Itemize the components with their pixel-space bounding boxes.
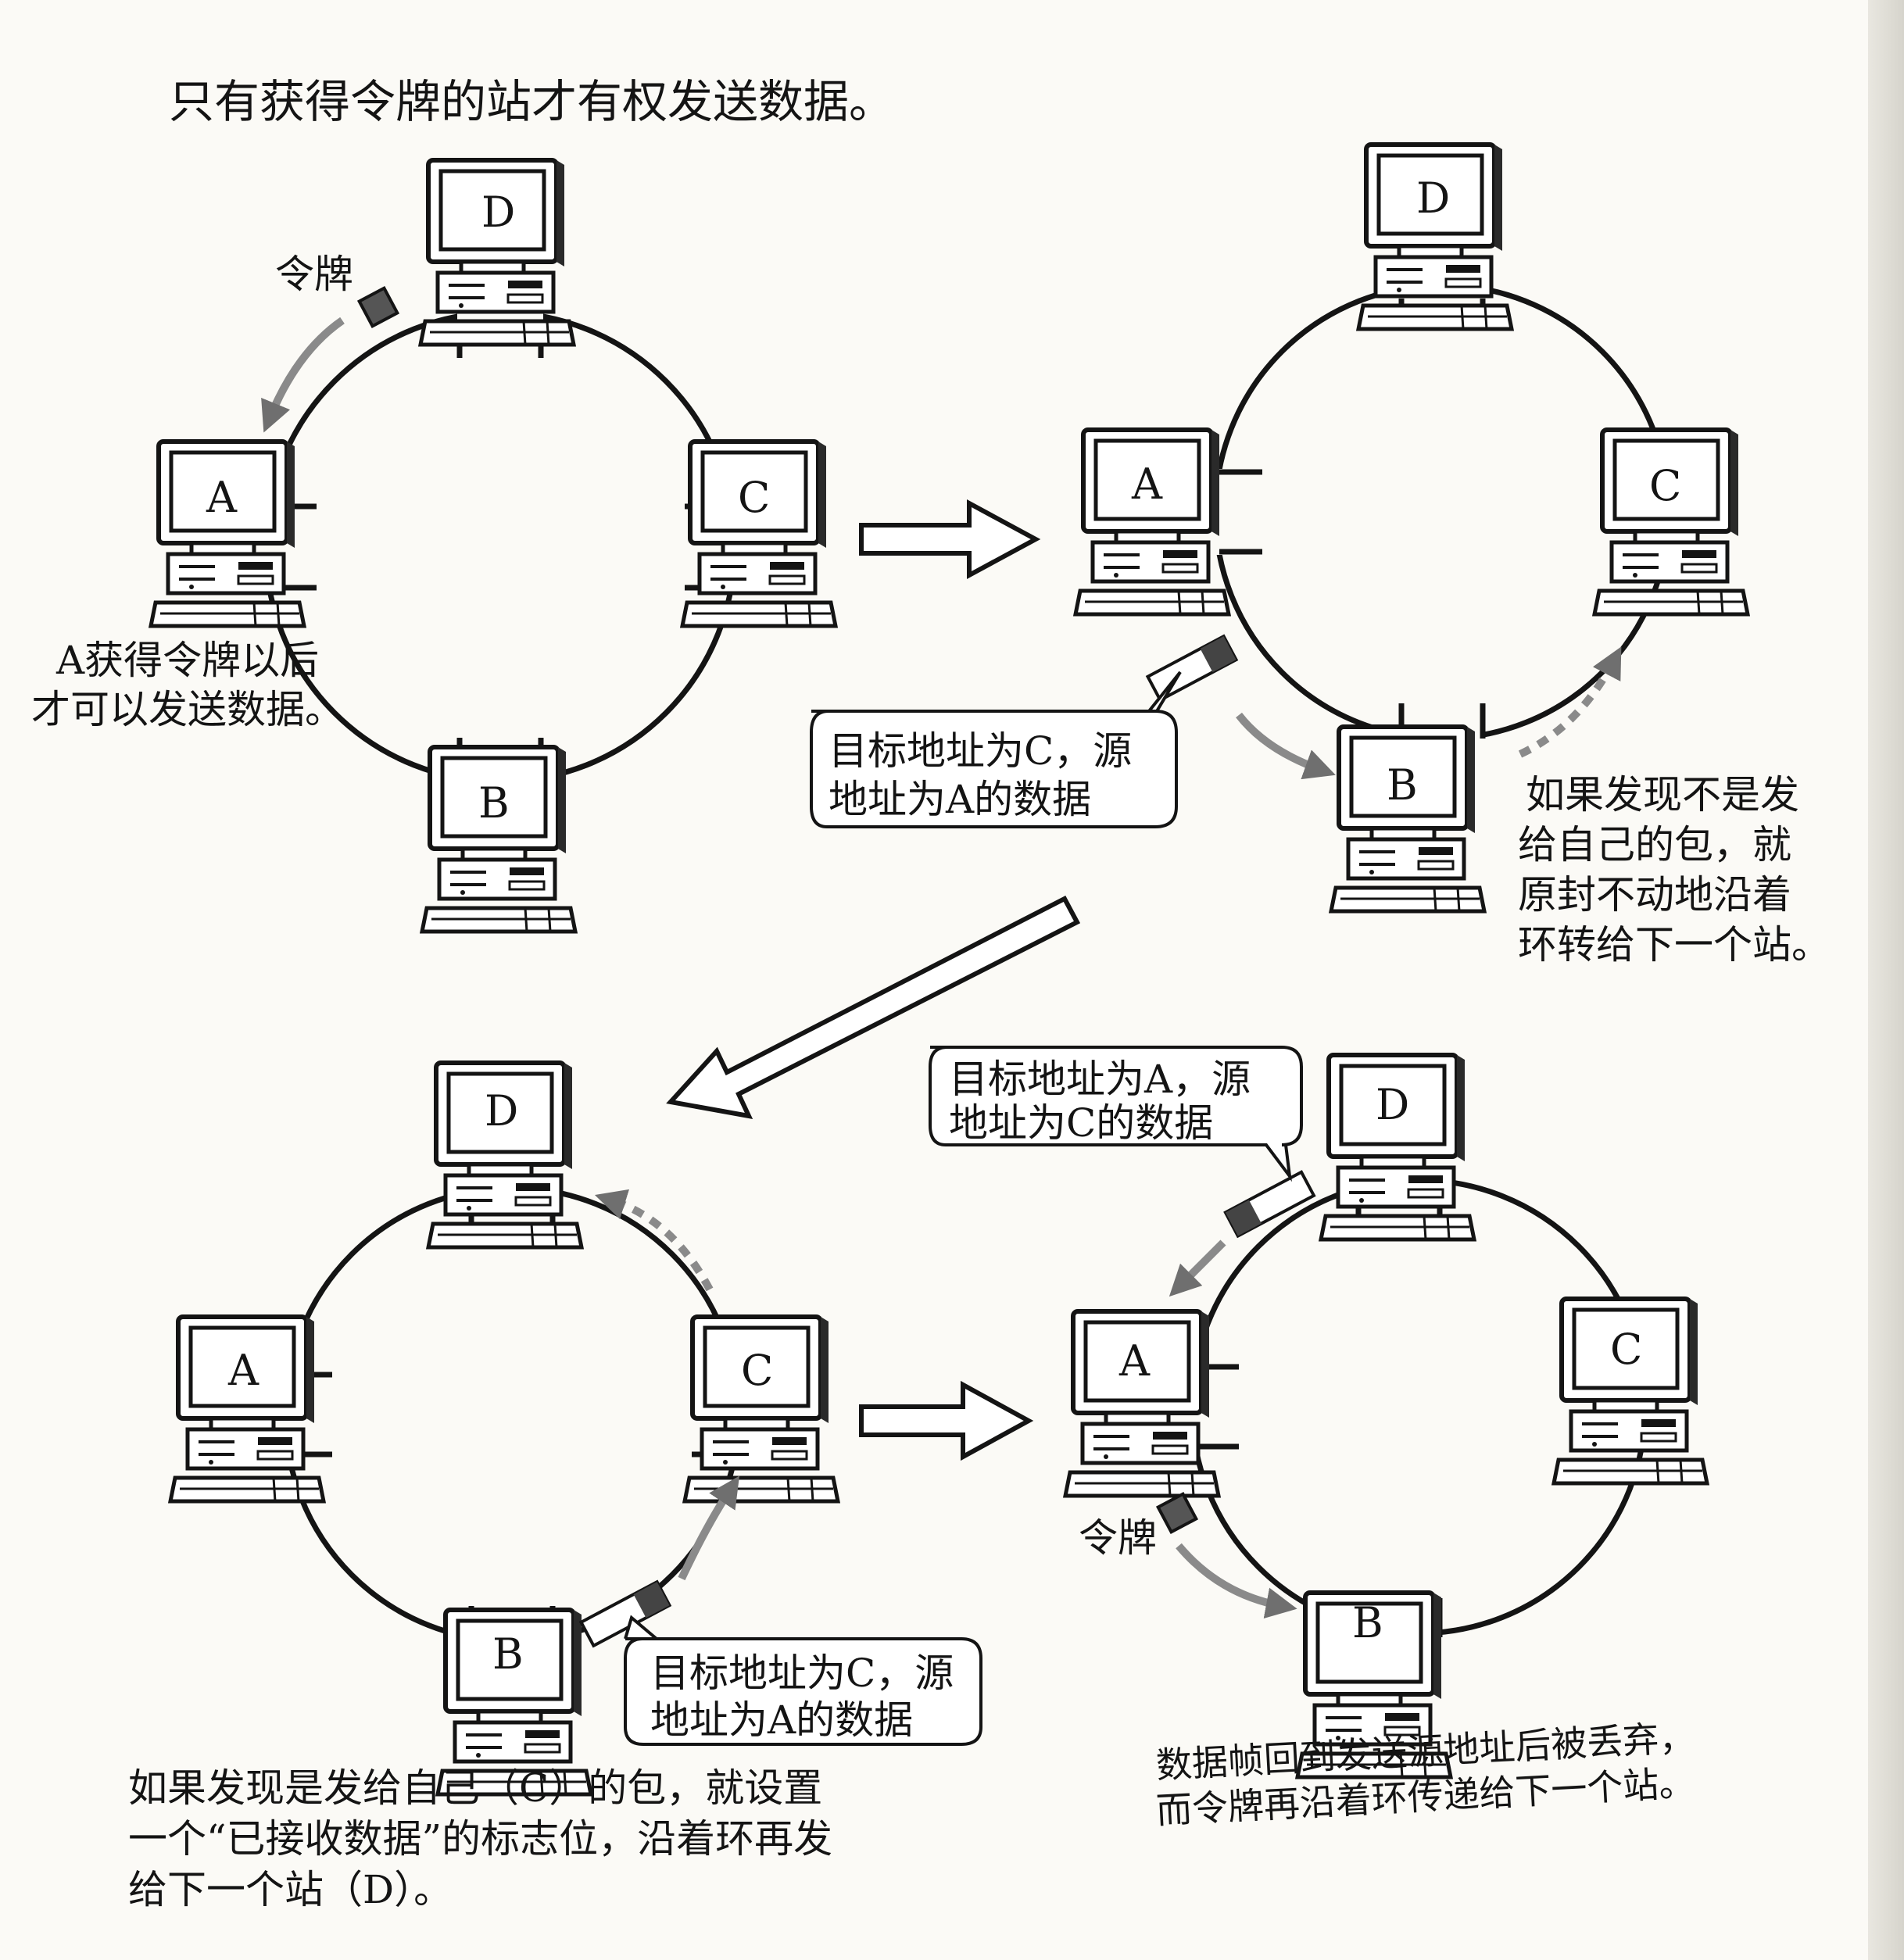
- panel-2-caption-line-4: 环转给下一个站。: [1518, 922, 1831, 967]
- token-icon: [356, 285, 400, 329]
- panel-2-caption-line-3: 原封不动地沿着: [1518, 872, 1791, 917]
- panel-2-bubble: [810, 671, 1182, 828]
- panel-4: D A C B 目标地址为A，源 地址为C的数据 令牌 数据帧回到发送源地址后被…: [929, 1046, 1707, 1832]
- station-a-label: A: [227, 1346, 259, 1395]
- panel-1-caption-line-2: 才可以发送数据。: [31, 687, 344, 732]
- data-packet: [578, 1579, 672, 1648]
- page-edge: [1868, 0, 1904, 1960]
- station-c-computer: [685, 1317, 838, 1501]
- station-c-computer: [1594, 430, 1748, 614]
- station-b-label: B: [478, 778, 510, 828]
- station-a-computer: [170, 1317, 324, 1501]
- station-d-label: D: [1376, 1080, 1409, 1129]
- panel-2-caption-line-1: 如果发现不是发: [1526, 772, 1799, 817]
- panel-3-bubble-line-2: 地址为A的数据: [650, 1697, 913, 1743]
- panel-3-caption-line-2: 一个“已接收数据”的标志位，沿着环再发: [128, 1816, 832, 1862]
- station-c-computer: [682, 442, 836, 626]
- station-b-computer: [422, 747, 575, 932]
- station-b-label: B: [1352, 1598, 1383, 1647]
- flow-arrow-right-bottom: [859, 1380, 1034, 1461]
- station-b-label: B: [1387, 760, 1418, 810]
- token-icon: [1155, 1491, 1199, 1535]
- token-label: 令牌: [275, 252, 353, 297]
- station-d-label: D: [1416, 173, 1450, 223]
- token-pass-arrow: [1176, 1543, 1297, 1618]
- station-d-label: D: [481, 188, 515, 237]
- panel-4-bubble-line-2: 地址为C的数据: [949, 1100, 1213, 1146]
- panel-3-bubble: [624, 1615, 982, 1746]
- token-pass-arrow: [261, 317, 345, 433]
- ring-3-circle: [282, 1185, 742, 1644]
- flow-arrow-right-top: [859, 499, 1041, 580]
- diagram-title: 只有获得令牌的站才有权发送数据。: [169, 75, 894, 128]
- packet-move-arrow: [1236, 712, 1336, 780]
- panel-2-bubble-line-1: 目标地址为C，源: [829, 728, 1132, 774]
- panel-1-caption-line-1: A获得令牌以后: [55, 638, 319, 683]
- station-d-label: D: [485, 1086, 518, 1136]
- panel-1: D A C B 令牌 A获得令牌以后 才可以发送数据。: [31, 160, 836, 932]
- station-a-label: A: [1131, 460, 1163, 509]
- panel-3-bubble-line-1: 目标地址为C，源: [650, 1651, 954, 1696]
- panel-4-bubble: [929, 1046, 1303, 1182]
- panel-3-caption-line-3: 给下一个站（D）。: [128, 1867, 453, 1912]
- station-c-label: C: [741, 1346, 773, 1395]
- token-label: 令牌: [1079, 1515, 1157, 1561]
- station-c-label: C: [1610, 1325, 1642, 1374]
- packet-move-arrow: [678, 1475, 740, 1581]
- panel-4-bubble-line-1: 目标地址为A，源: [949, 1057, 1251, 1102]
- ring-4-circle: [1189, 1177, 1648, 1636]
- data-packet: [1145, 634, 1239, 703]
- station-b-label: B: [492, 1629, 524, 1679]
- panel-3: D A C B 目标地址为C，源 地址为A的数据 如果发现是发给自己（C）的包，…: [128, 1063, 982, 1912]
- station-a-label: A: [206, 473, 238, 522]
- panel-3-caption-line-1: 如果发现是发给自己（C）的包，就设置: [128, 1765, 822, 1811]
- station-c-label: C: [738, 473, 770, 522]
- panel-2-bubble-line-2: 地址为A的数据: [829, 777, 1091, 822]
- panel-2-caption-line-2: 给自己的包，就: [1518, 822, 1791, 867]
- station-a-computer: [151, 442, 304, 626]
- data-packet: [1223, 1170, 1316, 1239]
- forward-dashed-arrow: [594, 1189, 714, 1292]
- station-a-computer: [1075, 430, 1229, 614]
- packet-return-arrow: [1169, 1239, 1226, 1297]
- forward-dashed-arrow: [1518, 646, 1622, 758]
- station-b-computer: [1331, 727, 1484, 911]
- panel-2: D A C B 目标地址为C，源 地址为A的数据 如果发现不是发 给自己的包，就…: [810, 145, 1831, 967]
- station-c-label: C: [1649, 461, 1681, 510]
- flow-arrow-diagonal: [666, 895, 1081, 1119]
- station-a-label: A: [1118, 1336, 1151, 1386]
- station-d-computer: [1358, 145, 1512, 329]
